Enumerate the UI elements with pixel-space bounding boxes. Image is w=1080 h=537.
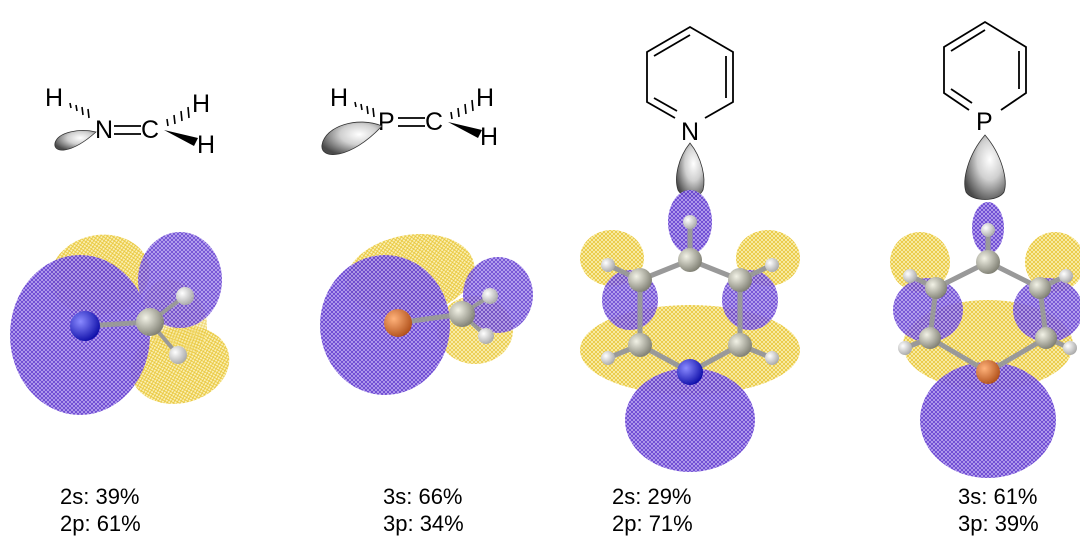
composition-s: 2s: 39% <box>60 484 140 509</box>
atom-label-carbon: C <box>425 108 443 136</box>
hashed-bond <box>354 101 375 118</box>
phosphaalkene-orbital <box>320 234 533 395</box>
lone-pair-icon <box>964 134 1006 200</box>
wedge-bond <box>164 130 198 146</box>
methanimine-orbital <box>10 232 230 415</box>
atom-label-carbon: C <box>141 116 159 144</box>
lone-pair-icon <box>321 121 383 155</box>
atom-label-h-bottom: H <box>197 131 215 159</box>
double-bond <box>398 117 425 127</box>
atom-label-h-bottom: H <box>480 123 498 151</box>
hashed-bond <box>69 102 90 119</box>
atom-label-nitrogen: N <box>681 118 699 146</box>
panel-phosphaalkene: H P C H H <box>320 84 533 395</box>
composition-methanimine: 2s: 39% 2p: 61% <box>60 483 141 537</box>
composition-pyridine: 2s: 29% 2p: 71% <box>612 483 693 537</box>
composition-s: 3s: 66% <box>383 484 463 509</box>
pyridine-orbital <box>580 190 800 472</box>
phosphaalkene-structure: H P C H H <box>321 84 498 155</box>
composition-s: 2s: 29% <box>612 484 692 509</box>
atom-label-h-top: H <box>192 90 210 118</box>
wedge-bond <box>448 122 482 138</box>
panel-methanimine: H N C H H <box>10 84 230 415</box>
phosphinine-structure <box>943 20 1027 111</box>
atom-label-nitrogen: N <box>95 116 113 144</box>
atom-label-phosphorus: P <box>976 108 993 136</box>
double-bond <box>114 125 141 135</box>
atom-label-h-left: H <box>330 84 348 112</box>
panel-phosphinine: P <box>890 20 1080 478</box>
composition-phosphinine: 3s: 61% 3p: 39% <box>958 483 1039 537</box>
composition-s: 3s: 61% <box>958 484 1038 509</box>
composition-p: 3p: 39% <box>958 511 1039 536</box>
composition-p: 3p: 34% <box>383 511 464 536</box>
panel-pyridine: N <box>580 25 800 472</box>
atom-label-phosphorus: P <box>378 108 395 136</box>
lone-pair-icon <box>676 142 705 198</box>
methanimine-structure: H N C H H <box>45 84 215 159</box>
phosphinine-orbital <box>890 202 1080 478</box>
hashed-bond-top <box>166 106 190 127</box>
hashed-bond-top <box>450 99 474 120</box>
pyridine-structure <box>646 25 734 119</box>
composition-p: 2p: 71% <box>612 511 693 536</box>
lone-pair-icon <box>54 130 97 151</box>
atom-label-h-top: H <box>476 84 494 112</box>
atom-label-h-left: H <box>45 84 63 112</box>
composition-phosphaalkene: 3s: 66% 3p: 34% <box>383 483 464 537</box>
composition-p: 2p: 61% <box>60 511 141 536</box>
